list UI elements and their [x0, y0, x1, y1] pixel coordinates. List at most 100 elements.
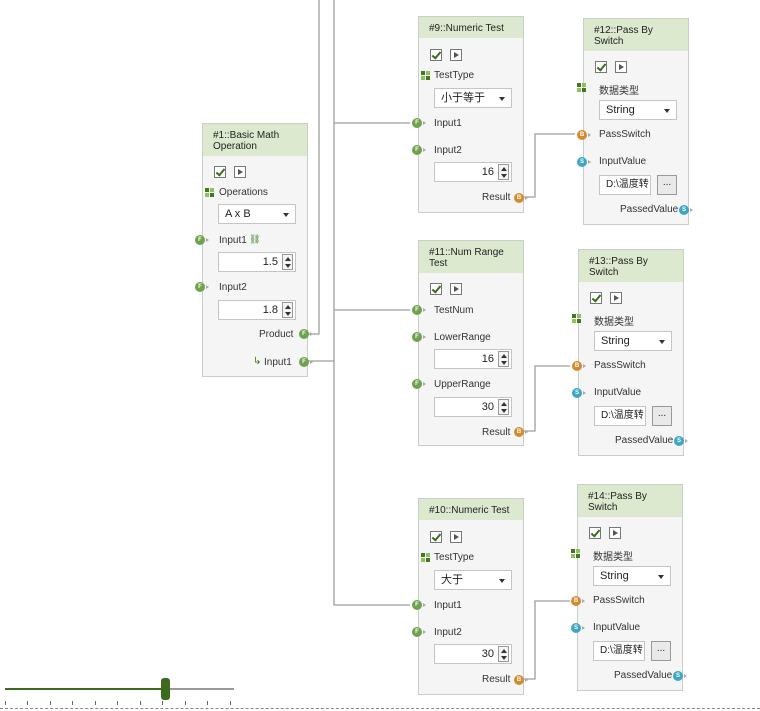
input2-port-f[interactable]: F [412, 627, 426, 637]
inputvalue-field[interactable]: D:\温度转 [594, 406, 646, 426]
run-icon[interactable] [450, 283, 462, 295]
node-pass-by-switch-14[interactable]: #14::Pass By Switch 数据类型 String B PassSw… [571, 484, 687, 691]
input2-port-f[interactable]: F [412, 145, 426, 155]
input2-numeric-field[interactable]: 30 [434, 644, 512, 664]
slider-tick [230, 701, 231, 705]
datatype-dropdown[interactable]: String [593, 566, 671, 586]
operation-dropdown[interactable]: A x B [218, 204, 296, 224]
slider-tick [140, 701, 141, 705]
spinner-icon[interactable] [498, 399, 509, 415]
node-num-range-test-11[interactable]: #11::Num Range Test F TestNum F LowerRan… [412, 240, 528, 446]
lowerrange-numeric-field[interactable]: 16 [434, 349, 512, 369]
passswitch-port-b[interactable]: B [572, 361, 586, 371]
enum-icon [572, 314, 582, 324]
input1-output-port-f[interactable]: F [299, 357, 313, 367]
result-port-b[interactable]: B [514, 193, 528, 203]
input2-numeric-field[interactable]: 16 [434, 162, 512, 182]
datatype-value: String [601, 335, 630, 347]
lowerrange-port-f[interactable]: F [412, 332, 426, 342]
link-output-icon: ↳ [253, 356, 262, 367]
inputvalue-field[interactable]: D:\温度转 [593, 641, 645, 661]
inputvalue-port-s[interactable]: S [577, 157, 591, 167]
run-icon[interactable] [450, 531, 462, 543]
passswitch-port-b[interactable]: B [571, 596, 585, 606]
node-title: #9::Numeric Test [419, 17, 523, 38]
passswitch-label: PassSwitch [599, 129, 651, 140]
chevron-down-icon [499, 97, 505, 101]
zoom-slider[interactable] [5, 678, 235, 708]
input1-port-f[interactable]: F [412, 118, 426, 128]
node-basic-math-operation[interactable]: #1::Basic Math Operation Operations A x … [195, 123, 313, 377]
inputvalue-value: D:\温度转 [601, 410, 644, 421]
run-icon[interactable] [615, 61, 627, 73]
inputvalue-field[interactable]: D:\温度转 [599, 175, 651, 195]
node-pass-by-switch-13[interactable]: #13::Pass By Switch 数据类型 String B PassSw… [572, 249, 688, 456]
passedvalue-port-s[interactable]: S [679, 205, 693, 215]
slider-tick [27, 701, 28, 705]
passedvalue-port-s[interactable]: S [673, 671, 687, 681]
slider-tick [117, 701, 118, 705]
result-port-b[interactable]: B [514, 675, 528, 685]
input1-port-f[interactable]: F [412, 600, 426, 610]
datatype-label: 数据类型 [593, 552, 633, 563]
browse-button[interactable]: ... [652, 406, 672, 426]
enable-checkbox[interactable] [430, 283, 442, 295]
testtype-label: TestType [434, 70, 475, 81]
input1-numeric-field[interactable]: 1.5 [218, 252, 296, 272]
run-icon[interactable] [234, 166, 246, 178]
datatype-dropdown[interactable]: String [594, 331, 672, 351]
upperrange-numeric-field[interactable]: 30 [434, 397, 512, 417]
datatype-dropdown[interactable]: String [599, 100, 677, 120]
enable-checkbox[interactable] [595, 61, 607, 73]
run-icon[interactable] [609, 527, 621, 539]
input1-port-f[interactable]: F [195, 235, 209, 245]
input2-value: 30 [481, 648, 494, 660]
inputvalue-value: D:\温度转 [606, 179, 649, 190]
run-icon[interactable] [610, 292, 622, 304]
product-port-f[interactable]: F [299, 329, 313, 339]
passedvalue-port-s[interactable]: S [674, 436, 688, 446]
input1-value: 1.5 [262, 256, 278, 268]
testtype-value: 大于 [441, 574, 463, 586]
enable-checkbox[interactable] [214, 166, 226, 178]
inputvalue-label: InputValue [594, 387, 642, 398]
spinner-icon[interactable] [498, 351, 509, 367]
zoom-slider-thumb[interactable] [161, 678, 170, 700]
run-icon[interactable] [450, 49, 462, 61]
input2-value: 1.8 [262, 304, 278, 316]
enable-checkbox[interactable] [430, 49, 442, 61]
browse-button[interactable]: ... [651, 641, 671, 661]
spinner-icon[interactable] [282, 302, 293, 318]
spinner-icon[interactable] [498, 164, 509, 180]
wire-10-result-14 [523, 600, 570, 680]
datatype-label: 数据类型 [594, 317, 634, 328]
chevron-down-icon [658, 575, 664, 579]
node-pass-by-switch-12[interactable]: #12::Pass By Switch 数据类型 String B PassSw… [577, 18, 693, 225]
lowerrange-label: LowerRange [434, 332, 491, 343]
spinner-icon[interactable] [282, 254, 293, 270]
wire-to-10-input1 [333, 361, 410, 606]
testnum-port-f[interactable]: F [412, 305, 426, 315]
input2-label: Input2 [434, 145, 462, 156]
testtype-dropdown[interactable]: 小于等于 [434, 88, 512, 108]
node-numeric-test-10[interactable]: #10::Numeric Test TestType 大于 F Input1 F… [412, 498, 528, 695]
input2-numeric-field[interactable]: 1.8 [218, 300, 296, 320]
result-port-b[interactable]: B [514, 427, 528, 437]
passswitch-port-b[interactable]: B [577, 130, 591, 140]
passedvalue-label: PassedValue [615, 435, 674, 446]
enable-checkbox[interactable] [590, 292, 602, 304]
spinner-icon[interactable] [498, 646, 509, 662]
enable-checkbox[interactable] [589, 527, 601, 539]
enable-checkbox[interactable] [430, 531, 442, 543]
slider-tick [95, 701, 96, 705]
testnum-label: TestNum [434, 305, 474, 316]
upperrange-port-f[interactable]: F [412, 379, 426, 389]
browse-button[interactable]: ... [657, 175, 677, 195]
testtype-dropdown[interactable]: 大于 [434, 570, 512, 590]
input2-port-f[interactable]: F [195, 282, 209, 292]
inputvalue-port-s[interactable]: S [572, 388, 586, 398]
upperrange-label: UpperRange [434, 379, 491, 390]
inputvalue-port-s[interactable]: S [571, 623, 585, 633]
node-numeric-test-9[interactable]: #9::Numeric Test TestType 小于等于 F Input1 … [412, 16, 528, 213]
node-title: #14::Pass By Switch [578, 485, 682, 517]
